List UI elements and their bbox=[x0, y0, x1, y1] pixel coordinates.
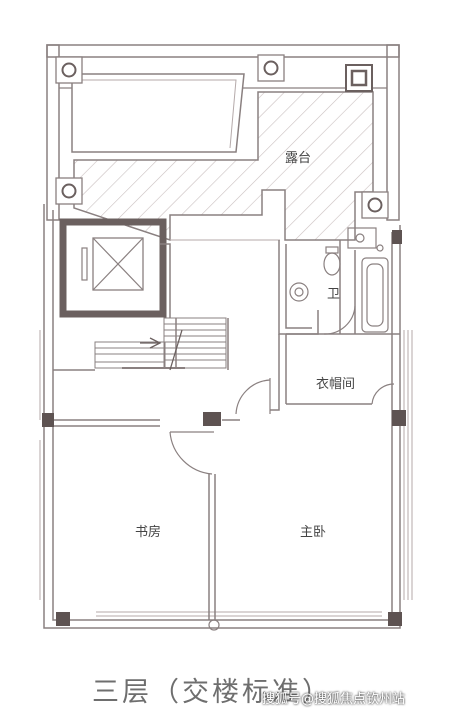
column bbox=[203, 412, 221, 426]
caption-title: 三层（交楼标准） bbox=[92, 677, 332, 708]
bathroom-fixtures bbox=[289, 227, 389, 333]
drain-icon bbox=[208, 619, 220, 631]
terrace-void bbox=[71, 73, 245, 153]
pillar-top-left-icon bbox=[55, 56, 83, 84]
label-closet: 衣帽间 bbox=[316, 376, 355, 392]
label-master-bedroom: 主卧 bbox=[300, 525, 326, 540]
staircase bbox=[94, 317, 227, 371]
label-study: 书房 bbox=[135, 524, 161, 540]
bathtub-icon bbox=[361, 257, 389, 333]
doors bbox=[169, 305, 395, 475]
column bbox=[56, 612, 70, 626]
terrace-area bbox=[46, 44, 400, 242]
label-terrace: 露台 bbox=[285, 151, 311, 166]
interior-walls bbox=[53, 239, 400, 620]
bedroom-door-swing bbox=[235, 379, 271, 415]
exterior-walls bbox=[39, 204, 413, 629]
column bbox=[392, 230, 402, 244]
column bbox=[42, 413, 54, 427]
pillar-bottom-left-icon bbox=[55, 177, 83, 205]
pillar-top-mid-icon bbox=[257, 54, 285, 82]
terrace-hatch bbox=[73, 91, 374, 242]
elevator-shaft bbox=[59, 218, 167, 318]
toilet-icon bbox=[323, 252, 341, 276]
label-bathroom: 卫 bbox=[327, 287, 340, 302]
sink-icon bbox=[289, 282, 309, 302]
closet-door-swing bbox=[371, 383, 395, 405]
watermark: 搜狐号@搜狐焦点钦州站 bbox=[262, 692, 406, 707]
terrace-pillars bbox=[55, 54, 389, 219]
column bbox=[392, 410, 406, 426]
plan-caption: 三层（交楼标准） bbox=[0, 664, 449, 714]
column bbox=[388, 612, 402, 626]
bath-door-swing bbox=[323, 305, 356, 335]
pillar-bottom-right-icon bbox=[361, 191, 389, 219]
study-door-swing bbox=[169, 431, 213, 475]
pillar-top-right-icon bbox=[345, 64, 373, 92]
columns bbox=[42, 230, 406, 626]
